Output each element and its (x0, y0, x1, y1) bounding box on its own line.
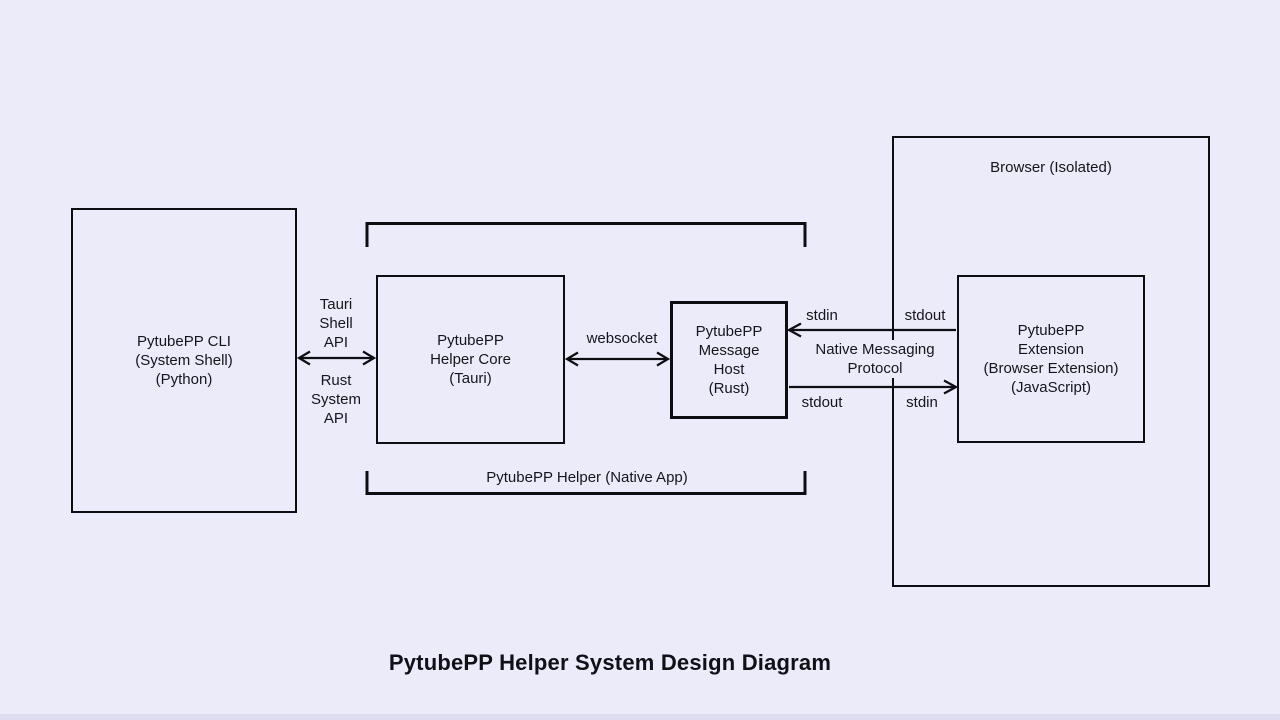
ext-stdout-label: stdout (904, 307, 946, 324)
node-message-host: PytubePP Message Host (Rust) (670, 301, 788, 419)
node-extension: PytubePP Extension (Browser Extension) (… (957, 275, 1145, 443)
message-host-text: PytubePP Message Host (Rust) (696, 322, 763, 398)
message-host-line-3: Host (713, 361, 745, 378)
pytubepp-cli-text: PytubePP CLI (System Shell) (Python) (135, 332, 233, 389)
native-app-bracket-top (365, 222, 807, 247)
node-pytubepp-cli: PytubePP CLI (System Shell) (Python) (71, 208, 297, 513)
websocket-label: websocket (586, 330, 658, 347)
tauri-shell-api-line-2: Shell (319, 315, 353, 332)
extension-line-4: (JavaScript) (1010, 379, 1091, 396)
extension-line-3: (Browser Extension) (983, 360, 1119, 377)
tauri-shell-api-label: Tauri Shell API (296, 295, 376, 352)
message-host-line-2: Message (698, 342, 760, 359)
message-host-line-4: (Rust) (708, 380, 750, 397)
native-messaging-line-2: Protocol (847, 360, 903, 377)
ext-to-host-arrowhead (786, 322, 802, 338)
node-helper-core: PytubePP Helper Core (Tauri) (376, 275, 565, 444)
host-stdout-label: stdout (801, 394, 843, 411)
native-messaging-line-1: Native Messaging (815, 341, 935, 358)
browser-label: Browser (Isolated) (990, 159, 1112, 176)
extension-line-1: PytubePP (1017, 322, 1085, 339)
page-title: PytubePP Helper System Design Diagram (388, 650, 832, 675)
ext-stdin-label: stdin (906, 394, 938, 411)
websocket-arrowhead-right (656, 351, 671, 367)
rust-system-api-line-2: System (310, 391, 361, 408)
tauri-shell-api-line-1: Tauri (319, 296, 353, 313)
rust-system-api-label: Rust System API (296, 371, 376, 428)
cli-line-1: PytubePP CLI (137, 333, 231, 350)
native-app-group-label: PytubePP Helper (Native App) (486, 469, 688, 486)
helper-core-line-2: Helper Core (430, 351, 511, 368)
cli-core-arrowhead-left (296, 350, 311, 366)
message-host-line-1: PytubePP (695, 323, 763, 340)
rust-system-api-line-3: API (323, 410, 349, 427)
helper-core-line-3: (Tauri) (449, 370, 492, 387)
websocket-arrowhead-left (564, 351, 579, 367)
rust-system-api-line-1: Rust (320, 372, 352, 389)
extension-line-2: Extension (1018, 341, 1084, 358)
helper-core-text: PytubePP Helper Core (Tauri) (430, 331, 511, 388)
native-messaging-protocol-label: Native Messaging Protocol (795, 340, 955, 378)
cli-line-2: (System Shell) (135, 352, 233, 369)
helper-core-line-1: PytubePP (437, 332, 504, 349)
tauri-shell-api-line-3: API (323, 334, 349, 351)
cli-line-3: (Python) (155, 371, 213, 388)
cli-core-arrowhead-right (362, 350, 377, 366)
host-stdin-label: stdin (806, 307, 838, 324)
window-bottom-edge (0, 714, 1280, 720)
extension-text: PytubePP Extension (Browser Extension) (… (983, 321, 1118, 397)
